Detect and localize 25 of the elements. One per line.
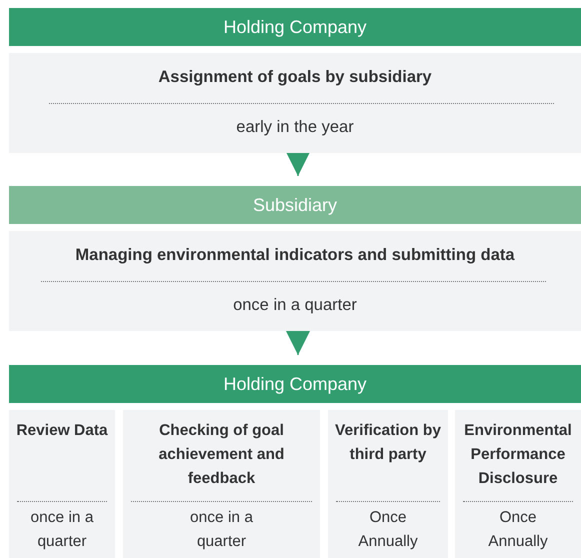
header-bar [9,186,581,224]
header-text: Holding Company [223,374,367,394]
task-title: Checking of goal achievement and feedback [158,421,286,489]
frequency-text: once in a quarter [232,295,358,316]
frequency-text: once in a quarter [30,508,94,552]
task-title: Review Data [15,421,109,441]
step-panel [9,231,581,331]
task-cell [123,410,320,558]
header-text: Holding Company [223,16,367,38]
step-title: Managing environmental indicators and submitting data [74,245,516,266]
task-title: Verification by third party [334,421,442,465]
header-text: Subsidiary [252,194,338,216]
frequency-text: Once Annually [487,508,549,552]
task-title: Environmental Performance Disclosure [463,421,573,489]
step-title: Assignment of goals by subsidiary [157,67,433,88]
down-arrow [285,329,311,355]
step-panel [9,53,581,153]
task-cell [9,410,115,558]
task-cell [455,410,581,558]
frequency-text: Once Annually [357,508,419,552]
task-cell [328,410,448,558]
header-bar [9,365,581,403]
header-bar [9,8,581,46]
frequency-text: early in the year [235,117,355,138]
frequency-text: once in a quarter [189,508,254,552]
